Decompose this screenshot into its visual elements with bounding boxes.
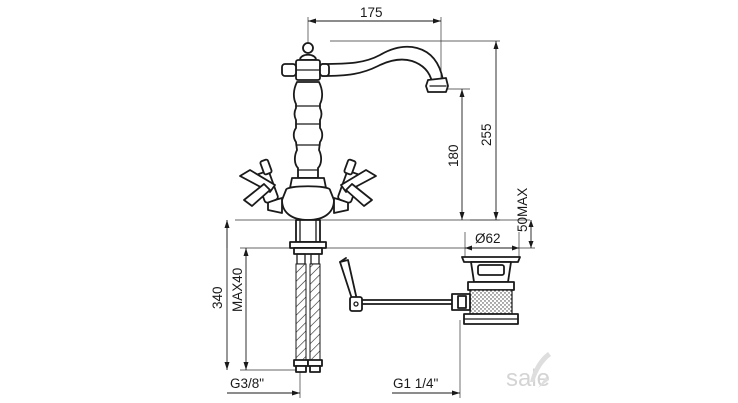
faucet-top-finial bbox=[281, 42, 330, 81]
flexible-hoses bbox=[293, 253, 323, 373]
pop-up-rod bbox=[339, 257, 453, 312]
pop-up-waste bbox=[451, 256, 521, 325]
dimension-total-height: 255 bbox=[479, 41, 499, 220]
faucet-mixer-body bbox=[267, 177, 349, 221]
dimension-label-waste-thread: G1 1/4" bbox=[393, 376, 439, 391]
watermark-swoosh-icon bbox=[530, 352, 551, 388]
dimension-label-spout-reach: 175 bbox=[360, 5, 383, 20]
dimension-label-hose-thread: G3/8" bbox=[230, 376, 264, 391]
dimension-label-max40: MAX40 bbox=[230, 268, 245, 312]
watermark-text: sale bbox=[506, 365, 550, 392]
watermark: sale bbox=[506, 352, 551, 392]
dimension-label-total-height: 255 bbox=[479, 123, 494, 146]
faucet-spout bbox=[321, 45, 449, 93]
dimension-label-waste-diameter: Ø62 bbox=[475, 231, 501, 246]
dimension-spout-height: 180 bbox=[446, 89, 465, 220]
cross-handle-left bbox=[239, 158, 279, 207]
dimension-waste-diameter: Ø62 bbox=[465, 231, 519, 251]
dimension-label-spout-height: 180 bbox=[446, 144, 461, 167]
dimension-waste-thread: G1 1/4" bbox=[392, 376, 460, 396]
extension-lines bbox=[226, 17, 535, 398]
faucet-column bbox=[292, 81, 324, 179]
cross-handle-right bbox=[337, 158, 377, 207]
dimension-label-hose-length: 340 bbox=[210, 286, 225, 309]
dimension-spout-reach: 175 bbox=[308, 5, 441, 24]
dimension-hose-thread: G3/8" bbox=[227, 376, 300, 396]
dimension-deck-thickness: 50MAX bbox=[515, 188, 534, 248]
deck-mount bbox=[289, 219, 327, 255]
dimension-label-deck-thickness: 50MAX bbox=[515, 188, 530, 232]
dimension-max40: MAX40 bbox=[230, 248, 249, 370]
dimension-hose-length: 340 bbox=[210, 220, 230, 370]
